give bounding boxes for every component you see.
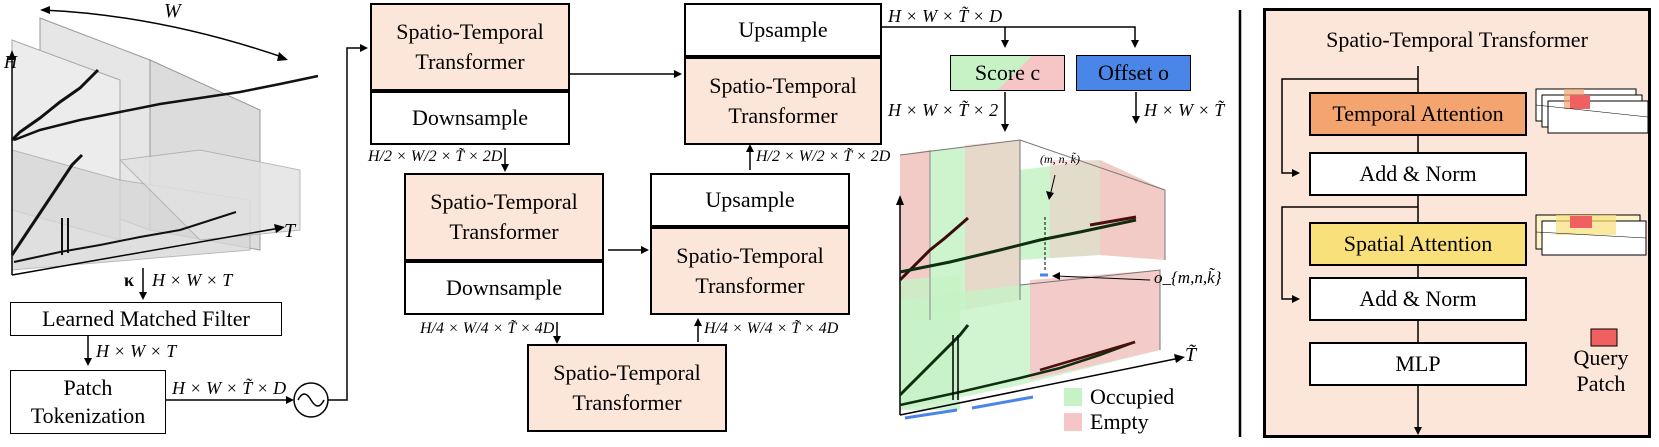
stt-line-2: Transformer xyxy=(449,219,559,244)
temporal-patch-grid xyxy=(1535,88,1649,134)
output-volume-sketch xyxy=(896,139,1185,420)
dim-half-label: H/2 × W/2 × T̃ × 2D xyxy=(368,148,503,165)
stt-block-enc-2: Spatio-Temporal Transformer xyxy=(404,173,604,261)
legend-empty-label: Empty xyxy=(1090,409,1149,434)
spatial-attention-block: Spatial Attention xyxy=(1309,222,1527,266)
patch-tokenization-block: Patch Tokenization xyxy=(10,370,166,434)
query-patch-swatch xyxy=(1590,328,1618,347)
patch-tokenization-line-2: Tokenization xyxy=(30,403,146,428)
mlp-block: MLP xyxy=(1309,342,1527,386)
upsample-block-2: Upsample xyxy=(650,173,850,227)
query-patch-line-2: Patch xyxy=(1576,371,1626,396)
dim-label-2: H × W × T xyxy=(96,341,177,361)
stt-line-1: Spatio-Temporal xyxy=(553,360,701,385)
kappa-label: κ xyxy=(124,270,134,290)
dim-score-label: H × W × T̃ × 2 xyxy=(888,100,999,120)
stt-line-1: Spatio-Temporal xyxy=(676,243,824,268)
stt-detail-panel: Spatio-Temporal Transformer Temporal Att… xyxy=(1263,8,1651,438)
dim-out-label: H × W × T̃ × D xyxy=(888,6,1003,26)
legend-occupied: Occupied xyxy=(1064,384,1174,410)
input-volume-sketch xyxy=(8,6,319,276)
learned-matched-filter-block: Learned Matched Filter xyxy=(10,302,282,336)
legend-occupied-label: Occupied xyxy=(1090,384,1175,409)
patch-tokenization-line-1: Patch xyxy=(63,375,113,400)
offset-head-block: Offset o xyxy=(1076,55,1191,91)
stt-block-bottleneck: Spatio-Temporal Transformer xyxy=(527,344,727,432)
add-norm-block-1: Add & Norm xyxy=(1309,152,1527,196)
query-patch-line-1: Query xyxy=(1573,345,1629,370)
stt-block-enc-1: Spatio-Temporal Transformer xyxy=(370,3,570,91)
panel-title: Spatio-Temporal Transformer xyxy=(1326,27,1588,52)
stt-line-1: Spatio-Temporal xyxy=(709,73,857,98)
dim-offset-label: H × W × T̃ xyxy=(1144,100,1225,120)
dim-up-half-label: H/2 × W/2 × T̃ × 2D xyxy=(756,148,891,165)
stt-line-2: Transformer xyxy=(415,49,525,74)
downsample-block-2: Downsample xyxy=(404,261,604,315)
legend-empty: Empty xyxy=(1064,409,1149,435)
dim-label-1: H × W × T xyxy=(152,270,233,290)
stt-line-2: Transformer xyxy=(728,103,838,128)
stt-block-dec-1: Spatio-Temporal Transformer xyxy=(684,57,882,145)
axis-h-label: H xyxy=(4,52,17,72)
mnk-label: (m, n, k̃) xyxy=(1040,152,1080,166)
stt-line-1: Spatio-Temporal xyxy=(396,19,544,44)
panel-connectors xyxy=(1281,66,1649,435)
axis-t-tilde-label: T̃ xyxy=(1185,344,1197,366)
axis-t-label: T xyxy=(284,220,296,242)
downsample-block-1: Downsample xyxy=(370,91,570,145)
dim-quarter-label: H/4 × W/4 × T̃ × 4D xyxy=(420,320,555,337)
upsample-block-1: Upsample xyxy=(684,3,882,57)
temporal-attention-block: Temporal Attention xyxy=(1309,92,1527,136)
score-head-block: Score c xyxy=(950,55,1065,91)
dim-up-quarter-label: H/4 × W/4 × T̃ × 4D xyxy=(704,320,839,337)
stt-line-2: Transformer xyxy=(572,390,682,415)
spatial-patch-grid xyxy=(1535,214,1647,256)
stt-line-1: Spatio-Temporal xyxy=(430,189,578,214)
offset-annotation-label: o_{m,n,k̃} xyxy=(1154,268,1222,287)
add-norm-block-2: Add & Norm xyxy=(1309,277,1527,321)
stt-block-dec-2: Spatio-Temporal Transformer xyxy=(650,227,850,315)
axis-w-label: W xyxy=(164,0,181,22)
query-patch-label: Query Patch xyxy=(1556,345,1646,397)
dim-label-3: H × W × T̃ × D xyxy=(172,378,287,398)
stt-line-2: Transformer xyxy=(695,273,805,298)
legend-occupied-swatch xyxy=(1064,388,1082,406)
legend-empty-swatch xyxy=(1064,413,1082,431)
